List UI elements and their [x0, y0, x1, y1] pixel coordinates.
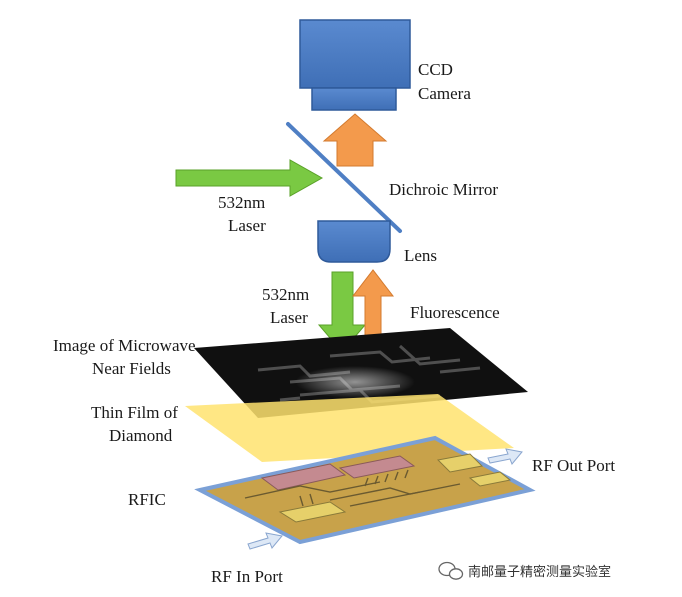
rfic-pad-5 [468, 471, 512, 487]
fluorescence-label: Fluorescence [410, 303, 500, 322]
lens-label: Lens [404, 246, 437, 265]
wechat-icon [438, 561, 464, 580]
rf-in-arrow [247, 532, 283, 550]
ccd-camera [299, 19, 411, 111]
ccd-label-line2: Camera [418, 84, 471, 103]
rfic-substrate [194, 435, 536, 545]
ccd-camera-body [299, 19, 411, 89]
lens [317, 220, 391, 263]
laser-top-label-line2: Laser [228, 216, 266, 235]
field-hotspot [295, 366, 415, 398]
diamond-film [185, 394, 514, 462]
image-label-line1: Image of Microwave [53, 336, 196, 355]
dichroic-mirror-label: Dichroic Mirror [389, 180, 498, 199]
rfic-pad-2 [338, 455, 416, 479]
watermark-text: 南邮量子精密测量实验室 [468, 564, 611, 580]
rfic-board [194, 435, 536, 545]
rfic-pad-3 [436, 453, 484, 473]
film-label-line1: Thin Film of [91, 403, 178, 422]
ccd-camera-lens-mount [311, 87, 397, 111]
microwave-field-image [194, 328, 528, 418]
rf-out-label: RF Out Port [532, 456, 615, 475]
rfic-traces [244, 469, 461, 507]
rfic-pad-1 [260, 463, 347, 491]
film-label-line2: Diamond [109, 426, 173, 445]
laser-mid-label-line2: Laser [270, 308, 308, 327]
rf-out-arrow [487, 448, 523, 465]
fluorescence-arrow-top [322, 113, 388, 167]
ccd-label-line1: CCD [418, 60, 453, 79]
laser-top-label-line1: 532nm [218, 193, 265, 212]
rf-in-label: RF In Port [211, 567, 283, 586]
image-label-line2: Near Fields [92, 359, 171, 378]
rfic-pad-4 [278, 501, 347, 523]
laser-mid-label-line1: 532nm [262, 285, 309, 304]
laser-arrow-horizontal [175, 159, 324, 197]
dichroic-mirror [286, 122, 402, 233]
rfic-label: RFIC [128, 490, 166, 509]
